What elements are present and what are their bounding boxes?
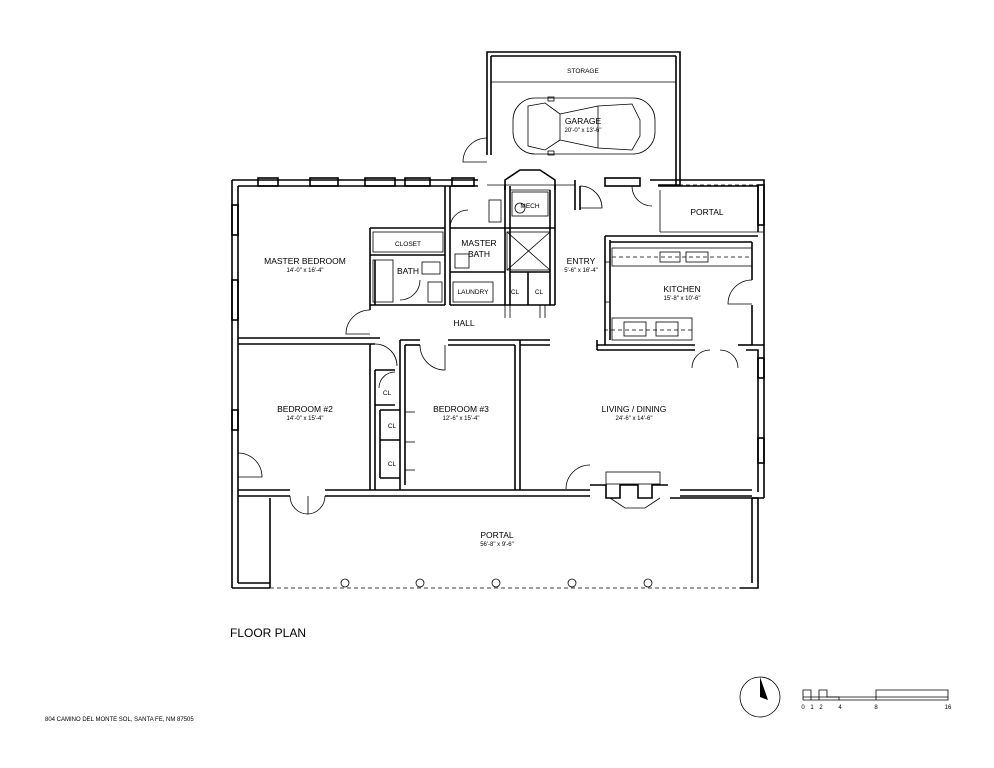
hall-closet-2-label: CL	[535, 289, 544, 296]
bedroom2-closet-label: CL	[383, 390, 392, 397]
south-portal-dims: 56'-8" x 9'-6"	[480, 542, 514, 548]
closet-label: CLOSET	[395, 241, 421, 248]
scale-label-4: 4	[838, 705, 842, 711]
master-bedroom-dims: 14'-0" x 16'-4"	[287, 268, 324, 274]
south-portal	[269, 498, 740, 589]
kitchen-dims: 15'-8" x 10'-6"	[664, 296, 701, 302]
scale-label-2: 2	[819, 705, 823, 711]
north-arrow-icon	[739, 676, 781, 718]
scale-label-16: 16	[945, 705, 952, 711]
fireplace	[590, 471, 668, 509]
bedroom3-dims: 12'-6" x 15'-4"	[443, 416, 480, 422]
scale-label-0: 0	[801, 705, 805, 711]
storage-label: STORAGE	[567, 68, 599, 75]
bedroom3-closet-1-label: CL	[388, 423, 397, 430]
mech-room	[504, 169, 556, 217]
master-bath-label-2: BATH	[468, 249, 490, 259]
scale-label-8: 8	[874, 705, 878, 711]
living-dining-dims: 24'-6" x 14'-6"	[616, 416, 653, 422]
mech-label: MECH	[520, 203, 539, 210]
laundry-label: LAUNDRY	[458, 289, 490, 296]
garage-dims: 20'-0" x 13'-6"	[565, 128, 602, 134]
south-portal-label: PORTAL	[480, 530, 513, 540]
east-portal	[658, 184, 765, 233]
garage-door-swing	[462, 137, 488, 163]
living-dining-label: LIVING / DINING	[602, 404, 667, 414]
east-portal-label: PORTAL	[690, 207, 723, 217]
window-bumps	[231, 177, 765, 464]
entry-label: ENTRY	[567, 256, 596, 266]
interior-walls-south	[238, 339, 752, 497]
entry-dims: 5'-6" x 16'-4"	[564, 268, 598, 274]
scale-bar: 0 1 2 4 8 16	[801, 689, 952, 711]
bath-fixtures	[372, 199, 551, 303]
address-label: 804 CAMINO DEL MONTE SOL, SANTA FE, NM 8…	[45, 717, 194, 723]
bath-label: BATH	[397, 266, 419, 276]
bedroom3-closet-2-label: CL	[388, 461, 397, 468]
master-bath-label-1: MASTER	[461, 238, 496, 248]
drawing-title: FLOOR PLAN	[230, 626, 306, 640]
car-outline	[512, 96, 656, 156]
hall-label: HALL	[453, 318, 475, 328]
scale-label-1: 1	[810, 705, 814, 711]
master-bedroom-label: MASTER BEDROOM	[264, 256, 346, 266]
bedroom2-label: BEDROOM #2	[277, 404, 333, 414]
doors	[237, 185, 753, 515]
interior-walls-north	[238, 185, 556, 345]
hall-closet-1-label: CL	[511, 289, 520, 296]
bedroom3-label: BEDROOM #3	[433, 404, 489, 414]
bedroom2-dims: 14'-0" x 15'-4"	[287, 416, 324, 422]
kitchen-counters	[604, 247, 753, 341]
kitchen-label: KITCHEN	[663, 284, 700, 294]
garage-label: GARAGE	[565, 116, 602, 126]
